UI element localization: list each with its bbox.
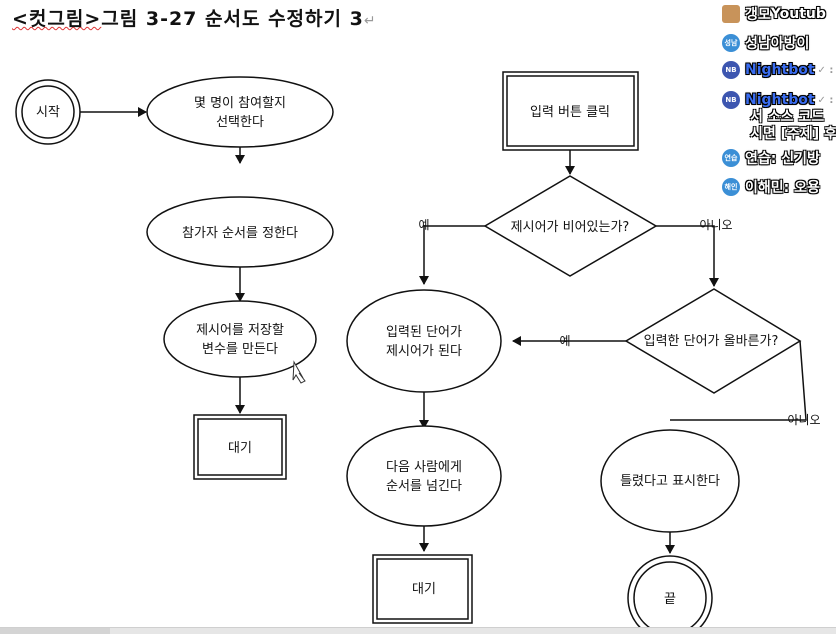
avatar-icon: 연습 [722, 149, 740, 167]
chat-row: 해인 이해민: 오용 [710, 175, 820, 199]
end-terminal-inner [633, 561, 707, 634]
start-terminal-inner [21, 85, 75, 139]
is-empty-label: 제시어가 비어있는가? [511, 220, 630, 235]
title-tag: <컷그림> [12, 8, 102, 30]
set-order-label: 참가자 순서를 정한다 [182, 226, 298, 241]
horizontal-scrollbar[interactable] [0, 627, 836, 634]
next-person-line1: 다음 사람에게 [386, 460, 462, 475]
avatar-icon: 해인 [722, 178, 740, 196]
bot-avatar-icon: NB [722, 61, 740, 79]
chat-row: 연습 연습: 신기방 [710, 146, 820, 170]
verified-check-icon: ✓ : [817, 64, 834, 76]
arrow-empty-yes [419, 225, 485, 285]
start-label: 시작 [36, 105, 60, 120]
scrollbar-thumb[interactable] [0, 628, 110, 634]
arrow-correct-no [670, 340, 807, 421]
correct-no-label: 아니오 [787, 413, 820, 427]
make-var-line2: 변수를 만든다 [202, 342, 278, 357]
cursor-icon [292, 360, 306, 384]
arrow-empty-no [656, 225, 719, 287]
set-order-process [146, 196, 334, 268]
wait-mid-inner [376, 558, 469, 620]
click-input-inner [506, 75, 635, 147]
chat-name: 연습: 신기방 [745, 151, 820, 167]
is-correct-label: 입력한 단어가 올바른가? [644, 334, 779, 349]
chat-message-line: 시면 [주제] 후 [750, 126, 836, 142]
chat-name: 갱모 [745, 7, 771, 23]
chat-name: 성남아방이 [745, 36, 810, 52]
chat-row: NB Nightbot✓ : [710, 88, 833, 112]
title-text: 그림 3-27 순서도 수정하기 3 [101, 8, 364, 30]
connectors [80, 107, 807, 554]
select-count-line2: 선택한다 [216, 115, 264, 130]
becomes-word-line2: 제시어가 된다 [386, 344, 462, 359]
correct-yes-label: 예 [559, 334, 570, 348]
chat-message-line: 서 소스 코드 [750, 109, 825, 125]
avatar-icon: 성남 [722, 34, 740, 52]
chat-row: 성남 성남아방이 [710, 31, 809, 55]
click-input-label: 입력 버튼 클릭 [530, 105, 610, 120]
select-count-line1: 몇 명이 참여할지 [194, 96, 286, 111]
make-variable-process [163, 300, 317, 378]
next-person-line2: 순서를 넘긴다 [386, 479, 462, 494]
wait-left-inner [197, 418, 283, 476]
is-empty-decision [483, 175, 658, 277]
show-wrong-process [600, 429, 740, 533]
chat-name: Nightbot [745, 92, 815, 108]
empty-no-label: 아니오 [699, 218, 732, 232]
becomes-word-process [346, 289, 502, 393]
end-label: 끝 [664, 592, 676, 607]
avatar-icon [722, 5, 740, 23]
becomes-word-line1: 입력된 단어가 [386, 325, 462, 340]
bot-avatar-icon: NB [722, 91, 740, 109]
chat-name: Nightbot [745, 62, 815, 78]
show-wrong-label: 틀렸다고 표시한다 [620, 474, 720, 489]
chat-extra: Youtub [770, 6, 826, 22]
chat-name: 이해민: 오용 [745, 180, 820, 196]
paragraph-mark: ↵ [363, 13, 377, 29]
next-person-process [346, 425, 502, 527]
chat-row: NB Nightbot✓ : [710, 58, 833, 82]
is-correct-decision [624, 288, 802, 394]
wait-mid-label: 대기 [412, 582, 436, 597]
empty-yes-label: 예 [418, 218, 429, 232]
select-count-process [146, 76, 334, 148]
document-title: <컷그림>그림 3-27 순서도 수정하기 3↵ [12, 4, 377, 31]
make-var-line1: 제시어를 저장할 [196, 323, 284, 338]
wait-left-label: 대기 [228, 441, 252, 456]
verified-check-icon: ✓ : [817, 94, 834, 106]
